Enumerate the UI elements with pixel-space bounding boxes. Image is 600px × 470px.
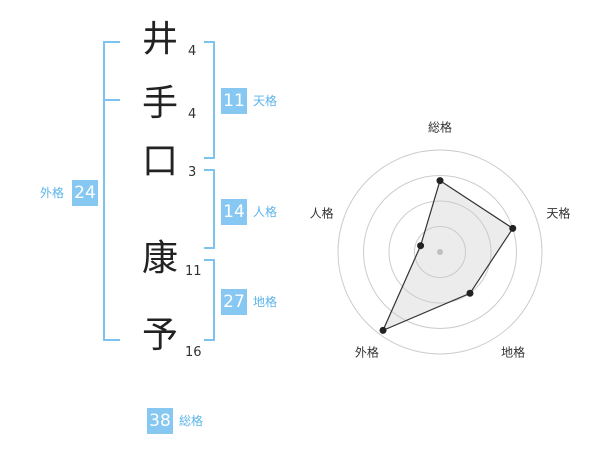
radar-axis-label: 外格 (355, 345, 379, 360)
stroke-count-4: 11 (185, 264, 202, 279)
stroke-count-3: 3 (188, 165, 197, 180)
tenkaku-value: 11 (221, 88, 247, 114)
name-char-4: 康 (142, 238, 179, 279)
radar-point-5 (417, 242, 425, 250)
radar-polygon (381, 179, 514, 332)
radar-point-4 (379, 326, 387, 334)
radar-point-1 (436, 177, 444, 185)
radar-axis-label: 地格 (501, 345, 525, 360)
name-char-3: 口 (142, 141, 179, 182)
name-char-1: 井 (142, 19, 179, 60)
chikaku-value: 27 (221, 289, 247, 315)
name-char-5: 予 (142, 315, 179, 356)
soukaku-value: 38 (147, 408, 173, 434)
radar-center-dot (437, 249, 443, 255)
radar-axis-label: 天格 (546, 206, 570, 221)
bracket-chikaku (204, 259, 215, 341)
jinkaku-value: 14 (221, 199, 247, 225)
gaikaku-label: 外格 (40, 186, 65, 200)
radar-axis-label: 人格 (310, 206, 334, 221)
radar-ring (388, 200, 492, 304)
chikaku-label: 地格 (253, 295, 278, 309)
bracket-gaikaku (103, 41, 120, 341)
stroke-count-5: 16 (185, 345, 202, 360)
radar-ring (414, 226, 466, 278)
radar-ring (363, 175, 517, 329)
radar-point-2 (509, 224, 517, 232)
soukaku-label: 総格 (179, 414, 204, 428)
bracket-jinkaku (204, 169, 215, 249)
bracket-tenkaku (204, 41, 215, 159)
tenkaku-label: 天格 (253, 94, 278, 108)
stroke-count-1: 4 (188, 44, 197, 59)
name-char-2: 手 (142, 83, 179, 124)
gaikaku-value: 24 (72, 180, 98, 206)
radar-ring (337, 149, 543, 355)
radar-axis-label: 総格 (428, 120, 452, 135)
stroke-count-2: 4 (188, 107, 197, 122)
radar-point-3 (466, 289, 474, 297)
jinkaku-label: 人格 (253, 205, 278, 219)
